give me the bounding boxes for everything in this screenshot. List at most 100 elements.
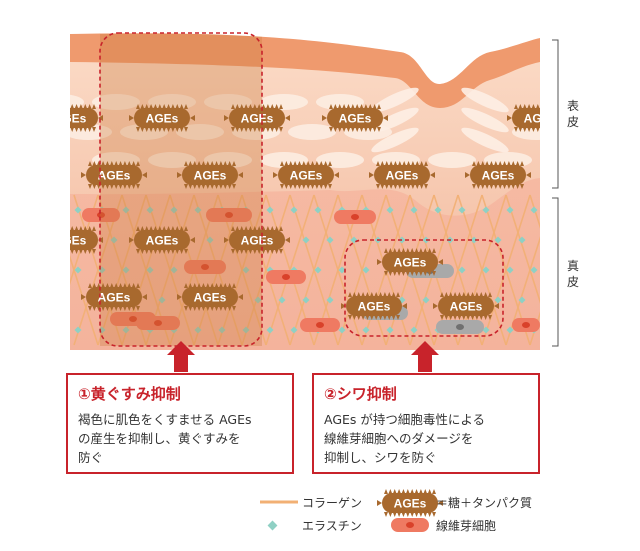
elastin-dot (170, 206, 178, 214)
elastin-dot (494, 296, 502, 304)
epidermis-cell (461, 107, 509, 133)
ages-badge: AGEs (377, 248, 443, 276)
epidermis-cell (371, 127, 419, 153)
elastin-dot (362, 266, 370, 274)
elastin-legend-label: エラスチン (302, 519, 362, 533)
elastin-legend-swatch (267, 520, 278, 531)
elastin-dot (194, 326, 202, 334)
elastin-dot (122, 206, 130, 214)
ages-text: AGEs (386, 169, 419, 183)
ages-badge: AGEs (70, 226, 103, 254)
ages-badge: AGEs (433, 292, 499, 320)
elastin-dot (242, 326, 250, 334)
dermis-label-char2: 皮 (566, 275, 579, 289)
dermis-bracket (552, 197, 559, 347)
collagen-fiber (529, 194, 540, 346)
ages-badge: AGEs (70, 104, 103, 132)
elastin-dot (386, 206, 394, 214)
stratum-corneum-layer (70, 33, 540, 108)
ages-text: AGEs (358, 300, 391, 314)
ages-badge: AGEs (224, 226, 290, 254)
callout-line: AGEs が持つ細胞毒性による (324, 412, 486, 427)
epidermis-cell (371, 87, 419, 113)
epidermis-label-char1: 表 (566, 99, 579, 113)
elastin-dot (530, 206, 538, 214)
epidermis-cells (70, 87, 540, 168)
fibroblast-nucleus (282, 274, 290, 280)
arrow-up-icon (411, 341, 439, 372)
fibroblast-nucleus (522, 322, 530, 328)
elastin-dot (266, 206, 274, 214)
ages-text: AGEs (241, 112, 274, 126)
elastin-dot (158, 296, 166, 304)
elastin-dot (218, 326, 226, 334)
elastin-dot (326, 296, 334, 304)
ages-badge: AGEs (322, 104, 388, 132)
wrinkle-callout: ②シワ抑制 AGEs が持つ細胞毒性による 線維芽細胞へのダメージを 抑制し、シ… (312, 373, 540, 474)
ages-text: AGEs (290, 169, 323, 183)
elastin-dot (542, 296, 549, 303)
ages-text: AGEs (524, 112, 557, 126)
ages-legend-label: ＝糖＋タンパク質 (436, 496, 533, 510)
collagen-fiber (97, 194, 147, 346)
ages-text: AGEs (98, 169, 131, 183)
ages-text: AGEs (339, 112, 372, 126)
ages-body (182, 287, 238, 307)
callout-line: 抑制し、シワを防ぐ (324, 450, 437, 465)
wrinkle-callout-body: AGEs が持つ細胞毒性による 線維芽細胞へのダメージを 抑制し、シワを防ぐ (324, 410, 528, 467)
elastin-dot (278, 296, 286, 304)
ages-body (438, 296, 494, 316)
ages-body (134, 108, 190, 128)
ages-body (346, 296, 402, 316)
arrow-up-icon (167, 341, 195, 372)
elastin-dot (482, 326, 490, 334)
elastin-dot (146, 206, 154, 214)
elastin-dot (110, 236, 118, 244)
elastin-dot (410, 326, 418, 334)
epidermis-cell (176, 124, 224, 140)
ages-body (229, 108, 285, 128)
yellowing-callout-title: ①黄ぐすみ抑制 (78, 385, 181, 403)
elastin-dot (74, 266, 82, 274)
elastin-dot (470, 236, 478, 244)
epidermis-cell (316, 152, 364, 168)
ages-badge: AGEs (224, 104, 290, 132)
elastin-dot (458, 206, 466, 214)
elastin-dot (458, 266, 466, 274)
elastin-dot (530, 266, 538, 274)
callout-line: 褐色に肌色をくすませる AGEs (78, 412, 252, 427)
fibroblast-nucleus (351, 214, 359, 220)
epidermis-cell (204, 94, 252, 110)
ages-text: AGEs (194, 291, 227, 305)
ages-badge: AGEs (177, 161, 243, 189)
epidermis-bracket (552, 39, 559, 189)
ages-body (229, 230, 285, 250)
epidermis-label-char2: 皮 (566, 115, 579, 129)
elastin-dot (410, 206, 418, 214)
elastin-dot (482, 266, 490, 274)
ages-body (70, 108, 98, 128)
ages-text: AGEs (394, 256, 427, 270)
fibroblast-nucleus (129, 316, 137, 322)
elastin-dot (314, 206, 322, 214)
ages-body (512, 108, 540, 128)
collagen-fiber (289, 194, 339, 346)
ages-text: AGEs (482, 169, 515, 183)
ages-body (327, 108, 383, 128)
elastin-dot (506, 326, 514, 334)
elastin-dot (314, 266, 322, 274)
elastin-dot (518, 236, 526, 244)
ages-body (182, 165, 238, 185)
elastin-dot (170, 266, 178, 274)
dermis-label: 真 皮 (565, 258, 581, 290)
epidermis-cell (428, 152, 476, 168)
epidermis-cell (371, 107, 419, 133)
dermis-label-char1: 真 (566, 259, 579, 273)
elastin-dot (422, 296, 430, 304)
elastin-dot (326, 236, 334, 244)
elastin-dot (494, 236, 502, 244)
collagen-fiber (241, 194, 291, 346)
elastin-dot (254, 296, 262, 304)
elastin-dot (506, 206, 514, 214)
ages-text: AGEs (146, 112, 179, 126)
